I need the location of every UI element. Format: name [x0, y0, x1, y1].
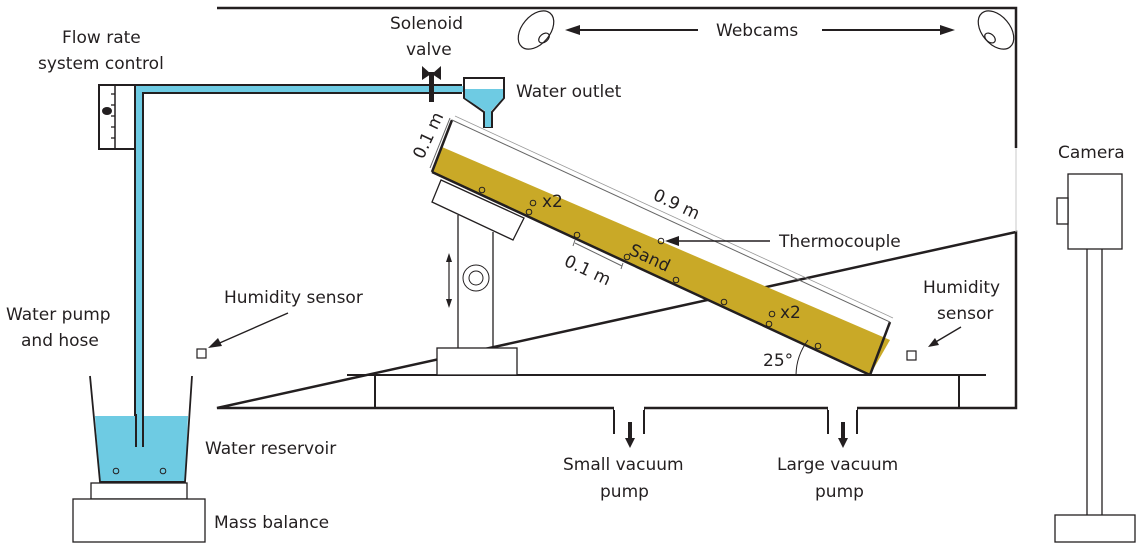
large-vacuum-port: [827, 408, 858, 448]
camera-body-icon: [1067, 173, 1123, 250]
thermocouple-point: [657, 237, 665, 245]
angle-label: 25°: [763, 351, 793, 371]
spacing-dimension-label: 0.1 m: [561, 251, 614, 290]
angle-arc: [795, 339, 809, 376]
large-vacuum-label-line2: pump: [815, 482, 864, 502]
flow-control-label-line2: system control: [38, 54, 164, 74]
solenoid-label-line2: valve: [406, 40, 452, 60]
water-outlet-label: Water outlet: [516, 82, 622, 102]
arrow-icon: [928, 338, 939, 347]
hose-outline: [134, 84, 430, 455]
arrow-icon: [208, 338, 222, 348]
camera-on-tripod: [1054, 173, 1136, 543]
webcam-left-icon: [517, 10, 555, 50]
thermocouple-label: Thermocouple: [778, 232, 901, 252]
arrow-left-icon: [665, 236, 679, 246]
sand-flume: [430, 115, 894, 377]
arrow-left-icon: [565, 25, 580, 35]
camera-label: Camera: [1058, 143, 1125, 163]
humidity-sensor-right-label-line1: Humidity: [923, 278, 1000, 298]
solenoid-valve-icon: [422, 66, 441, 102]
thermocouple-point: [529, 199, 537, 207]
mass-balance: [72, 482, 206, 543]
webcams-label: Webcams: [716, 21, 798, 41]
humidity-sensor-right-label-line2: sensor: [937, 304, 993, 324]
thermocouple-point: [623, 253, 631, 261]
spacing-dimension-line: [574, 242, 623, 267]
small-vacuum-label-line2: pump: [600, 482, 649, 502]
large-vacuum-label-line1: Large vacuum: [777, 455, 898, 475]
arrow-down-icon: [446, 299, 452, 308]
adjustment-knob-icon: [462, 264, 490, 292]
humidity-arrow-left: [214, 312, 289, 346]
adjustable-support: [431, 179, 525, 376]
flow-rate-meter: [98, 84, 136, 150]
solenoid-label-line1: Solenoid: [390, 14, 463, 34]
water-reservoir: [89, 375, 193, 483]
thermocouple-point: [478, 186, 486, 194]
flow-indicator-ball: [102, 107, 112, 115]
thermocouple-point: [814, 342, 822, 350]
humidity-sensor-left-label: Humidity sensor: [224, 288, 363, 308]
water-pump-label-line1: Water pump: [6, 305, 111, 325]
multiplier-upper-label: x2: [542, 192, 563, 212]
enclosure-wall: [216, 6, 1018, 410]
small-vacuum-label-line1: Small vacuum: [563, 455, 684, 475]
flow-control-label-line1: Flow rate: [62, 28, 141, 48]
water-outlet-funnel: [463, 77, 505, 128]
multiplier-lower-label: x2: [780, 303, 801, 323]
small-vacuum-port: [613, 408, 645, 448]
humidity-arrow-right: [933, 326, 962, 344]
mass-balance-label: Mass balance: [214, 513, 329, 533]
thermocouple-point: [525, 208, 533, 216]
arrow-right-icon: [940, 25, 955, 35]
thermocouple-point: [573, 231, 581, 239]
thermocouple-point: [672, 276, 680, 284]
thermocouple-point: [765, 320, 773, 328]
arrow-up-icon: [446, 253, 452, 262]
depth-dimension-line: [429, 117, 451, 169]
hose: [136, 86, 430, 455]
webcam-right-icon: [977, 10, 1015, 50]
arrow-down-icon: [625, 438, 635, 448]
humidity-sensor-right-icon: [906, 350, 917, 361]
sand-bed: [432, 147, 890, 375]
humidity-sensor-left-icon: [196, 348, 207, 359]
camera-lens-icon: [1056, 197, 1069, 225]
thermocouple-point: [720, 298, 728, 306]
water-reservoir-label: Water reservoir: [205, 439, 336, 459]
thermocouple-point: [768, 310, 776, 318]
arrow-down-icon: [838, 438, 848, 448]
water-pump-label-line2: and hose: [21, 331, 99, 351]
thermocouple-points: [478, 186, 822, 350]
